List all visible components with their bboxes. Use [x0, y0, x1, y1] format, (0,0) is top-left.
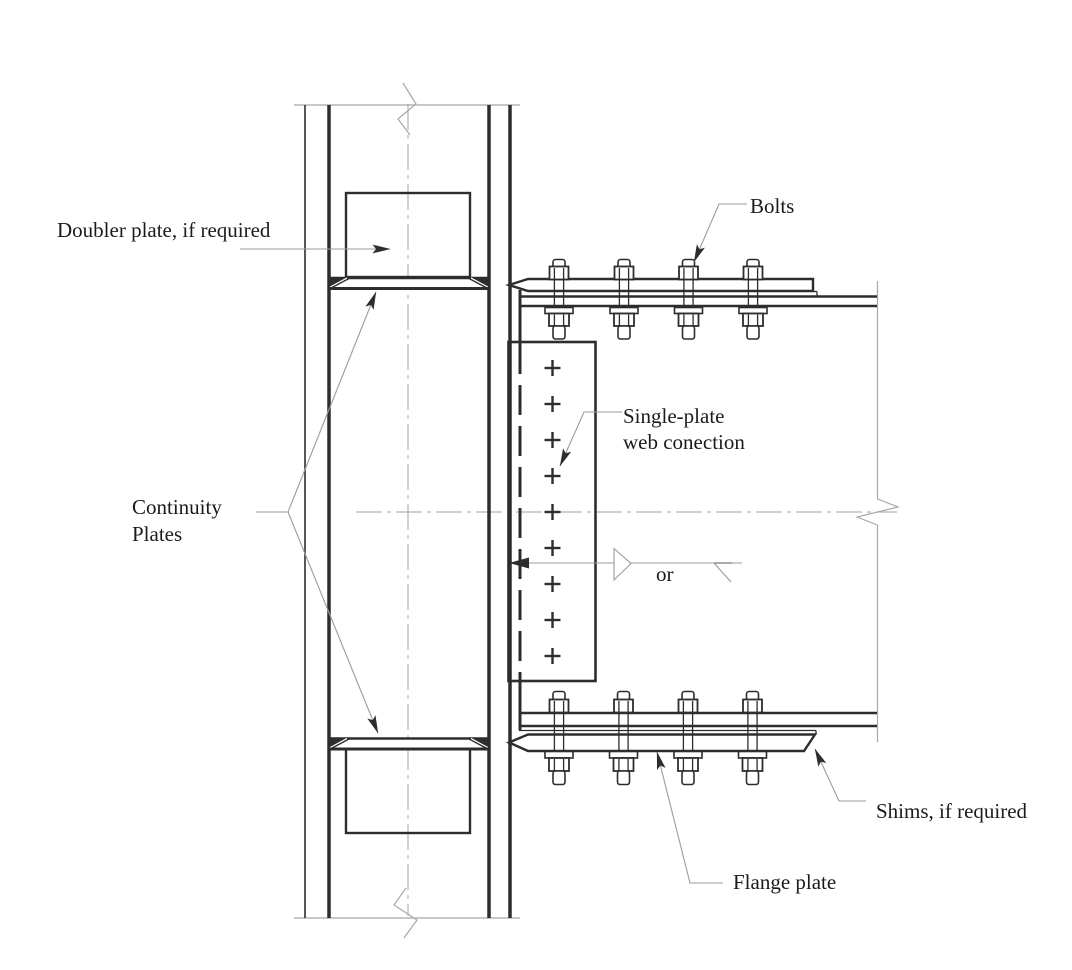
continuity-plate-lower: [329, 737, 489, 751]
web-connection-plate: [507, 340, 597, 683]
break-zigzag-icon: [393, 887, 418, 939]
labels: Doubler plate, if required Bolts Single-…: [57, 194, 1028, 894]
continuity-plates-label-line1: Continuity: [132, 495, 222, 519]
web-connection-leader: [559, 411, 622, 467]
or-label: or: [656, 562, 674, 586]
flange-plate-leader: [656, 751, 723, 884]
column: [304, 105, 512, 918]
leader-lines: [240, 203, 866, 884]
centerlines: [356, 104, 897, 916]
continuity-plate-upper: [329, 276, 489, 290]
arrowhead-left-icon: [509, 557, 529, 569]
bolt-mark: [543, 430, 562, 450]
continuity-leader-lower: [287, 511, 379, 734]
bolt: [673, 258, 704, 340]
web-connection-label-line2: web conection: [623, 430, 745, 454]
bolt-mark: [543, 610, 562, 630]
bolt-mark: [543, 466, 562, 486]
bolts-leader: [693, 203, 747, 263]
bolt-mark: [543, 358, 562, 378]
bolt-mark: [543, 502, 562, 522]
column-break-bottom: [294, 887, 520, 939]
beam-break: [855, 281, 900, 742]
doubler-plate-label: Doubler plate, if required: [57, 218, 271, 242]
bolts-label: Bolts: [750, 194, 794, 218]
open-arrow-icon: [613, 547, 632, 582]
flange-plate-label: Flange plate: [733, 870, 836, 894]
bolt-mark: [543, 646, 562, 666]
web-connection-label-line1: Single-plate: [623, 404, 724, 428]
break-zigzag-icon: [397, 82, 417, 136]
bolt: [609, 258, 639, 340]
break-zigzag-icon: [855, 498, 900, 526]
bolt: [738, 258, 768, 340]
column-break-top: [294, 82, 520, 136]
shims-label: Shims, if required: [876, 799, 1028, 823]
bolt: [544, 258, 574, 340]
flange-plate-top: [505, 277, 815, 293]
continuity-leader-upper: [287, 291, 377, 513]
bolt-mark: [543, 394, 562, 414]
bolt-mark: [543, 574, 562, 594]
web-weld-alternative-symbol: [509, 547, 742, 583]
bolt-mark: [543, 538, 562, 558]
continuity-plates-label-line2: Plates: [132, 522, 182, 546]
shims-leader: [814, 748, 866, 802]
bolt-row-top: [544, 258, 768, 340]
beam: [518, 290, 877, 730]
web-bolt-marks: [543, 358, 562, 666]
flange-plate-bottom: [505, 733, 818, 753]
